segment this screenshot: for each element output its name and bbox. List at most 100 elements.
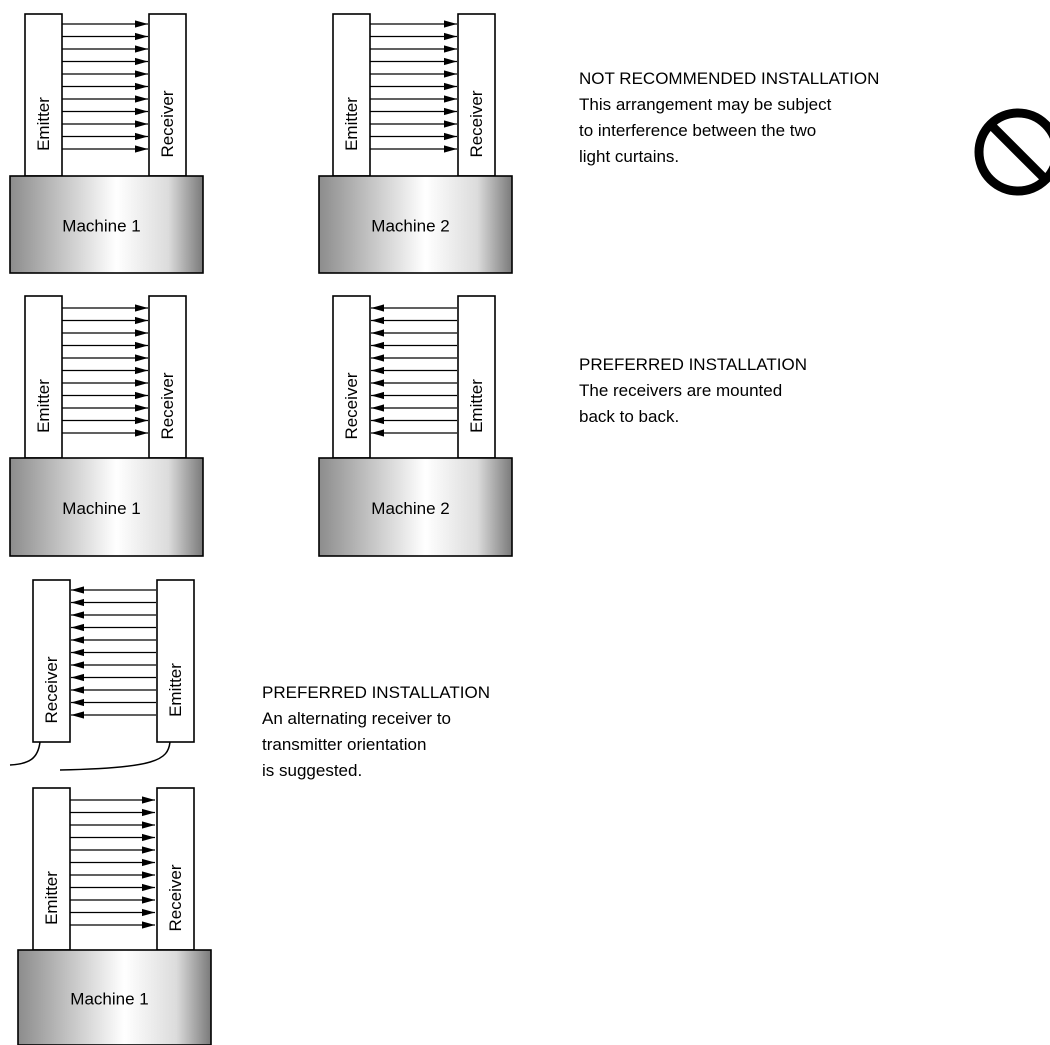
light-beams xyxy=(62,304,148,437)
beam-arrowhead xyxy=(444,20,457,28)
machine-block: Machine 1 xyxy=(9,175,204,274)
unit-label: Receiver xyxy=(166,864,185,931)
beam-arrowhead xyxy=(444,70,457,78)
beam-arrowhead xyxy=(142,883,155,892)
unit-label: Emitter xyxy=(34,379,53,433)
beam-arrowhead xyxy=(444,132,457,141)
beam-arrowhead xyxy=(135,132,148,141)
emitter-unit: Emitter xyxy=(24,295,63,459)
emitter-unit: Emitter xyxy=(32,787,71,951)
machine-label: Machine 1 xyxy=(62,499,140,518)
note-line: This arrangement may be subject xyxy=(579,95,832,114)
beam-arrowhead xyxy=(71,698,84,707)
beam-arrowhead xyxy=(444,145,457,153)
note-preferred-back-to-back: PREFERRED INSTALLATION The receivers are… xyxy=(579,352,807,430)
beam-arrowhead xyxy=(135,20,148,28)
beam-arrowhead xyxy=(444,107,457,116)
beam-arrowhead xyxy=(142,871,155,879)
beam-arrowhead xyxy=(142,846,155,854)
unit-housing xyxy=(156,579,195,743)
beam-arrowhead xyxy=(135,379,148,387)
beam-arrowhead xyxy=(71,636,84,644)
beam-arrowhead xyxy=(71,611,84,619)
note-line: The receivers are mounted xyxy=(579,381,783,400)
beam-arrowhead xyxy=(135,404,148,412)
unit-label: Receiver xyxy=(158,372,177,439)
unit-housing xyxy=(457,295,496,459)
beam-arrowhead xyxy=(135,82,148,91)
beam-arrowhead xyxy=(71,598,84,607)
beam-arrowhead xyxy=(444,82,457,91)
receiver-cable xyxy=(9,741,41,766)
beam-arrowhead xyxy=(142,896,155,904)
beam-arrowhead xyxy=(135,32,148,41)
machine-label: Machine 1 xyxy=(70,990,148,1009)
unit-label: Receiver xyxy=(42,656,61,723)
beam-arrowhead xyxy=(135,329,148,337)
beam-arrowhead xyxy=(135,391,148,400)
machine-label: Machine 2 xyxy=(371,499,449,518)
machine-body xyxy=(9,457,204,557)
receiver-unit: Receiver xyxy=(148,295,187,459)
unit-housing xyxy=(457,13,496,177)
note-line: back to back. xyxy=(579,407,680,426)
note-line: to interference between the two xyxy=(579,121,817,140)
unit-housing xyxy=(148,13,187,177)
machine-label: Machine 1 xyxy=(62,217,140,236)
note-line: transmitter orientation xyxy=(262,735,427,754)
beam-arrowhead xyxy=(444,95,457,103)
note-preferred-alternating: PREFERRED INSTALLATION An alternating re… xyxy=(262,680,490,784)
beam-arrowhead xyxy=(71,711,84,719)
beam-arrowhead xyxy=(142,796,155,804)
beam-arrowhead xyxy=(135,341,148,350)
unit-label: Receiver xyxy=(342,372,361,439)
unit-label: Emitter xyxy=(166,663,185,717)
emitter-cable xyxy=(59,741,171,771)
machine-body xyxy=(318,457,513,557)
unit-label: Receiver xyxy=(467,90,486,157)
beam-arrowhead xyxy=(371,354,384,362)
receiver-unit: Receiver xyxy=(332,295,371,459)
beam-arrowhead xyxy=(444,57,457,66)
beam-arrowhead xyxy=(371,391,384,400)
beam-arrowhead xyxy=(135,95,148,103)
unit-label: Receiver xyxy=(158,90,177,157)
beam-arrowhead xyxy=(135,70,148,78)
receiver-unit: Receiver xyxy=(32,579,71,743)
beam-arrowhead xyxy=(71,673,84,682)
beam-arrowhead xyxy=(71,623,84,632)
unit-housing xyxy=(156,787,195,951)
unit-label: Emitter xyxy=(42,871,61,925)
beam-arrowhead xyxy=(371,304,384,312)
beam-arrowhead xyxy=(371,316,384,325)
emitter-unit: Emitter xyxy=(332,13,371,177)
machine-block: Machine 2 xyxy=(318,175,513,274)
beam-arrowhead xyxy=(142,858,155,867)
prohibited-ring xyxy=(974,108,1050,196)
beam-arrowhead xyxy=(444,45,457,53)
beam-arrowhead xyxy=(71,686,84,694)
beam-arrowhead xyxy=(371,379,384,387)
light-beams xyxy=(62,20,148,153)
beam-arrowhead xyxy=(135,429,148,437)
note-line: is suggested. xyxy=(262,761,363,780)
unit-housing xyxy=(332,13,371,177)
beam-arrowhead xyxy=(142,821,155,829)
beam-arrowhead xyxy=(135,304,148,312)
machine-body xyxy=(318,175,513,274)
beam-arrowhead xyxy=(371,416,384,425)
light-beams xyxy=(370,20,457,153)
receiver-unit: Receiver xyxy=(148,13,187,177)
emitter-unit: Emitter xyxy=(156,579,195,743)
machine-block: Machine 2 xyxy=(318,457,513,557)
beam-arrowhead xyxy=(142,833,155,842)
beam-arrowhead xyxy=(371,404,384,412)
receiver-unit: Receiver xyxy=(457,13,496,177)
note-line: light curtains. xyxy=(579,147,680,166)
note-line: An alternating receiver to xyxy=(262,709,451,728)
machine-block: Machine 1 xyxy=(17,949,212,1045)
unit-housing xyxy=(24,13,63,177)
light-beams xyxy=(71,586,156,719)
note-not-recommended: NOT RECOMMENDED INSTALLATION This arrang… xyxy=(579,66,879,170)
